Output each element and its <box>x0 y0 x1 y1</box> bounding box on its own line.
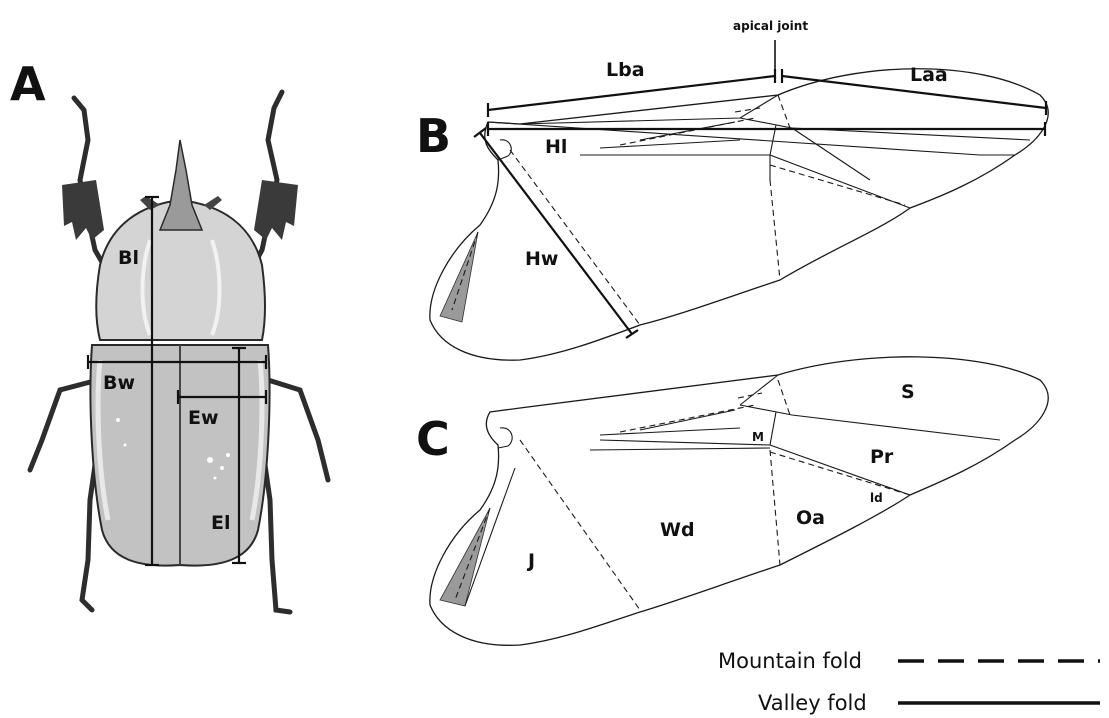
beetle-head <box>160 140 202 230</box>
label-s: S <box>901 381 915 403</box>
hw-measure-line <box>480 133 632 334</box>
beetle-photo <box>30 92 328 612</box>
label-hw: Hw <box>525 248 558 270</box>
panel-c-letter: C <box>416 412 450 466</box>
label-bw: Bw <box>103 372 135 394</box>
wing-b-outline <box>430 69 1048 360</box>
label-ew: Ew <box>188 407 219 429</box>
label-bl: Bl <box>118 247 139 269</box>
panel-a-letter: A <box>10 57 46 111</box>
label-el: El <box>211 512 231 534</box>
label-j: J <box>526 550 535 572</box>
panel-a: A <box>10 57 328 612</box>
label-hl: Hl <box>545 136 567 158</box>
legend-mountain-label: Mountain fold <box>718 649 862 673</box>
wing-b-measurements <box>474 40 1046 338</box>
label-oa: Oa <box>796 507 825 529</box>
panel-c: C S M Pr ld Oa Wd J <box>416 357 1048 645</box>
label-apical-joint: apical joint <box>733 19 808 33</box>
label-lba: Lba <box>606 59 645 81</box>
label-ld: ld <box>870 491 883 505</box>
panel-b-letter: B <box>416 109 451 163</box>
label-pr: Pr <box>870 446 894 468</box>
lba-measure-line <box>488 76 775 110</box>
legend-valley-label: Valley fold <box>758 691 867 715</box>
label-wd: Wd <box>660 519 695 541</box>
label-laa: Laa <box>910 64 948 86</box>
fold-legend: Mountain fold Valley fold <box>718 649 1100 715</box>
label-m: M <box>752 430 764 444</box>
wing-c-outline <box>430 357 1048 645</box>
panel-b: B <box>416 19 1048 360</box>
